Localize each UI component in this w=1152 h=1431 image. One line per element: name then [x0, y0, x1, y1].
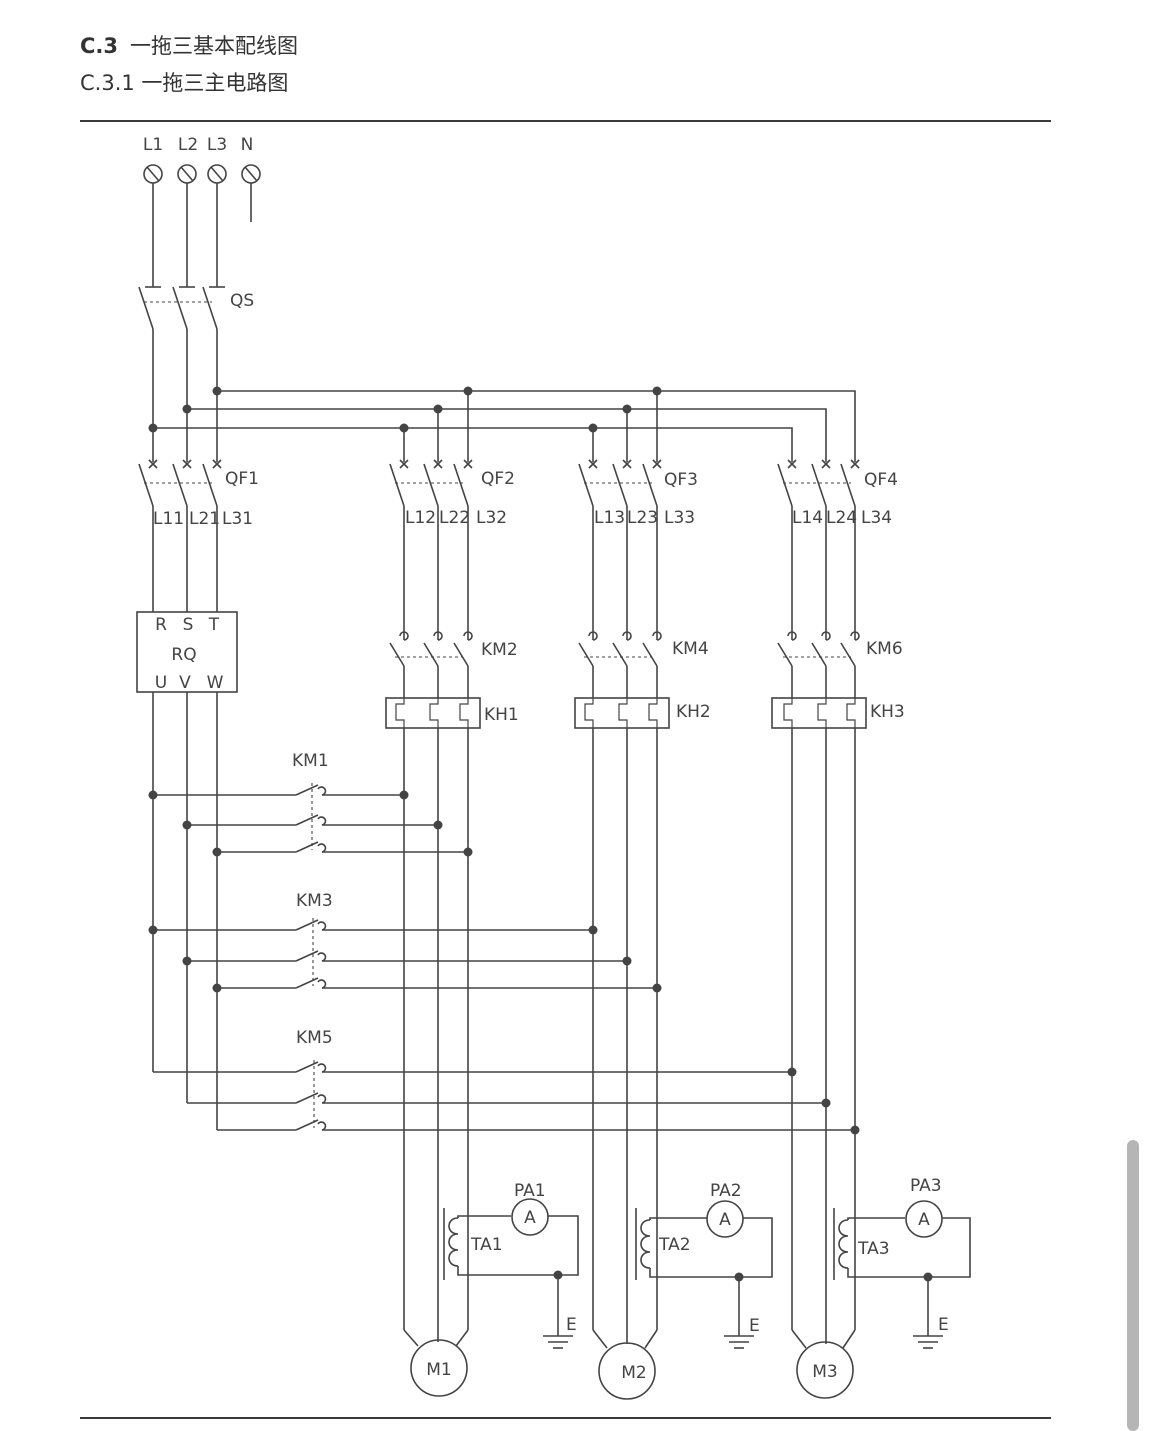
soft-starter-rq: R S T RQ U V W	[136, 611, 238, 693]
km3-label: KM3	[296, 891, 333, 911]
thermal-relay-kh3: KH3	[771, 666, 905, 729]
top-divider	[80, 120, 1051, 122]
thermal-relay-kh1: KH1	[385, 666, 519, 729]
line-label: L21	[189, 509, 220, 529]
feeder-wires	[152, 506, 856, 1130]
rq-output-u: U	[155, 673, 167, 693]
qs-label: QS	[230, 291, 254, 311]
line-label: L24	[826, 508, 857, 528]
line-label: L31	[222, 509, 253, 529]
line-label: L12	[405, 508, 436, 528]
motor-feed-wires	[403, 728, 856, 1344]
terminal-icon	[143, 164, 261, 184]
bus-junctions	[148, 386, 662, 433]
motor-m2: M2	[592, 1329, 658, 1400]
ta2-label: TA2	[658, 1235, 691, 1255]
line-label: L14	[792, 508, 823, 528]
bottom-divider	[80, 1417, 1051, 1419]
earth-label: E	[749, 1316, 760, 1336]
metering-group-1: A PA1 TA1 E	[443, 1181, 579, 1349]
section-number: C.3	[80, 34, 119, 58]
qf4-label: QF4	[864, 470, 898, 490]
section-title: C.3 一拖三基本配线图	[80, 30, 298, 60]
km6-label: KM6	[866, 639, 903, 659]
motor-icon	[598, 1342, 656, 1400]
motor-m1: M1	[403, 1329, 469, 1397]
subsection-title: C.3.1 一拖三主电路图	[80, 71, 289, 95]
contactor-km3: KM3	[148, 891, 662, 993]
ground-icon	[724, 1335, 754, 1349]
qf2-label: QF2	[481, 469, 515, 489]
ammeter-icon	[511, 1198, 549, 1236]
section-title-text: 一拖三基本配线图	[130, 34, 299, 58]
scrollbar-thumb[interactable]	[1127, 1140, 1139, 1431]
line-label: L33	[664, 508, 695, 528]
kh3-label: KH3	[870, 702, 905, 722]
m2-label: M2	[621, 1363, 646, 1383]
rq-output-w: W	[207, 673, 224, 693]
breaker-qf3: QF3	[578, 459, 698, 507]
contactor-km1: KM1	[148, 751, 473, 857]
rq-input-t: T	[208, 615, 220, 635]
rq-label: RQ	[171, 645, 196, 665]
supply-label-l3: L3	[207, 135, 227, 155]
supply-wires	[145, 183, 252, 288]
breaker-qf4: QF4	[777, 459, 898, 507]
motor-icon	[796, 1341, 854, 1399]
contactor-km6: KM6	[777, 631, 903, 667]
km2-label: KM2	[481, 640, 518, 660]
qf1-label: QF1	[225, 469, 259, 489]
supply-label-n: N	[241, 135, 254, 155]
ammeter-symbol: A	[719, 1210, 731, 1230]
rq-input-s: S	[183, 615, 194, 635]
isolating-switch-qs: QS	[138, 286, 254, 428]
kh2-label: KH2	[676, 702, 711, 722]
rq-output-v: V	[179, 673, 191, 693]
earth-label: E	[938, 1315, 949, 1335]
earth-label: E	[566, 1315, 577, 1335]
line-label: L13	[594, 508, 625, 528]
kh1-label: KH1	[484, 705, 519, 725]
contactor-km4: KM4	[578, 631, 709, 667]
ammeter-icon	[905, 1200, 943, 1238]
line-labels: L11 L21 L31 L12 L22 L32 L13 L23 L33 L14 …	[153, 508, 892, 529]
line-label: L23	[627, 508, 658, 528]
metering-group-2: A PA2 TA2 E	[635, 1181, 773, 1349]
m3-label: M3	[812, 1362, 837, 1382]
contactor-km2: KM2	[389, 631, 518, 667]
supply-terminals: L1 L2 L3 N	[143, 135, 261, 288]
ta1-label: TA1	[470, 1235, 503, 1255]
supply-label-l2: L2	[178, 135, 198, 155]
ta3-label: TA3	[857, 1239, 890, 1259]
busbars	[152, 390, 856, 462]
ammeter-icon	[706, 1200, 744, 1238]
line-label: L32	[476, 508, 507, 528]
m1-label: M1	[426, 1360, 451, 1380]
km1-label: KM1	[292, 751, 329, 771]
km5-label: KM5	[296, 1028, 333, 1048]
km4-label: KM4	[672, 639, 709, 659]
motor-m3: M3	[791, 1329, 856, 1399]
ground-icon	[543, 1335, 573, 1349]
motor-icon	[410, 1339, 468, 1397]
line-label: L34	[861, 508, 892, 528]
metering-group-3: A PA3 TA3 E	[833, 1176, 971, 1349]
supply-label-l1: L1	[143, 135, 163, 155]
ammeter-symbol: A	[918, 1210, 930, 1230]
thermal-relay-kh2: KH2	[574, 666, 711, 729]
pa2-label: PA2	[710, 1181, 742, 1201]
pa1-label: PA1	[514, 1181, 546, 1201]
qf3-label: QF3	[664, 470, 698, 490]
ground-icon	[913, 1335, 943, 1349]
breaker-qf2: QF2	[389, 459, 515, 507]
breaker-qf1: QF1	[138, 459, 259, 507]
line-label: L22	[439, 508, 470, 528]
pa3-label: PA3	[910, 1176, 942, 1196]
ammeter-symbol: A	[524, 1208, 536, 1228]
line-label: L11	[153, 509, 184, 529]
rq-input-r: R	[155, 615, 167, 635]
contactor-km5: KM5	[153, 1028, 860, 1135]
